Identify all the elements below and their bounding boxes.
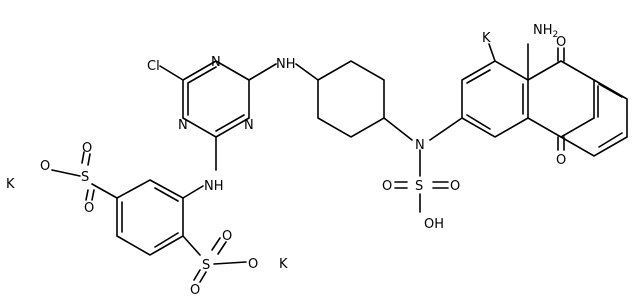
bonds <box>51 43 628 283</box>
amine-subscript-2: 2 <box>553 30 559 40</box>
upper-sulfur-label: S <box>81 170 89 185</box>
triazine-nh-bond <box>248 63 277 81</box>
triazine-n-top-label: N <box>211 55 221 70</box>
lower-sulfur-label: S <box>202 258 210 273</box>
upper-potassium-label: K <box>6 177 15 192</box>
amine-nh2-label: NH2 <box>533 23 558 40</box>
carbonyl-o-bottom-label: O <box>556 153 566 168</box>
ring-potassium-label: K <box>482 31 491 46</box>
lower-sulfonyl-o1-label: O <box>190 283 200 298</box>
carbonyl-bonds <box>557 47 565 151</box>
atom-labels: Cl N N N NH NH S O O O K S O O O K N S O… <box>6 23 566 298</box>
lower-potassium-label: K <box>279 257 288 272</box>
lower-sulfonyl-o2-label: O <box>222 229 232 244</box>
sulfonic-sulfur-label: S <box>415 179 423 194</box>
n-sulfonic-acid-bonds <box>394 181 449 213</box>
sulfonic-o2-label: O <box>450 179 460 194</box>
anthraquinone-ring-b-bonds <box>527 60 595 138</box>
nh-upper-label: NH <box>276 57 296 72</box>
triazine-n-right-label: N <box>244 118 254 133</box>
benzene-ring-bonds <box>116 179 184 256</box>
upper-sulfonyl-o1-label: O <box>82 141 92 156</box>
anthraquinone-ring-a-bonds <box>461 60 529 138</box>
chlorine-label: Cl <box>147 59 160 74</box>
upper-sulfonate-o-label: O <box>40 159 50 174</box>
upper-sulfonate-bonds <box>51 151 118 201</box>
upper-sulfonyl-o2-label: O <box>84 201 94 216</box>
nh-lower-label: NH <box>204 179 224 194</box>
amine-nh-text: NH <box>533 23 553 38</box>
triazine-ring-bonds <box>182 60 250 138</box>
cyclohexane-ring-bonds <box>317 60 385 138</box>
triazine-n-left-label: N <box>178 118 188 133</box>
cyclohexane-n-bond <box>383 117 413 141</box>
lower-sulfonate-bonds <box>182 235 247 283</box>
lower-nh-benzene-bond <box>182 185 204 199</box>
sulfonic-oh-label: OH <box>424 217 444 232</box>
cl-bond <box>159 65 184 81</box>
sulfonic-o1-label: O <box>382 179 392 194</box>
nh-cyclohexane-bond <box>295 63 319 81</box>
anthraquinone-ring-c-bonds <box>560 79 628 157</box>
amine-n-label: N <box>415 138 425 153</box>
k-ring-bond <box>488 43 496 62</box>
n-anthraquinone-bond <box>429 117 463 141</box>
carbonyl-o-top-label: O <box>556 35 566 50</box>
lower-sulfonate-o-label: O <box>248 257 258 272</box>
